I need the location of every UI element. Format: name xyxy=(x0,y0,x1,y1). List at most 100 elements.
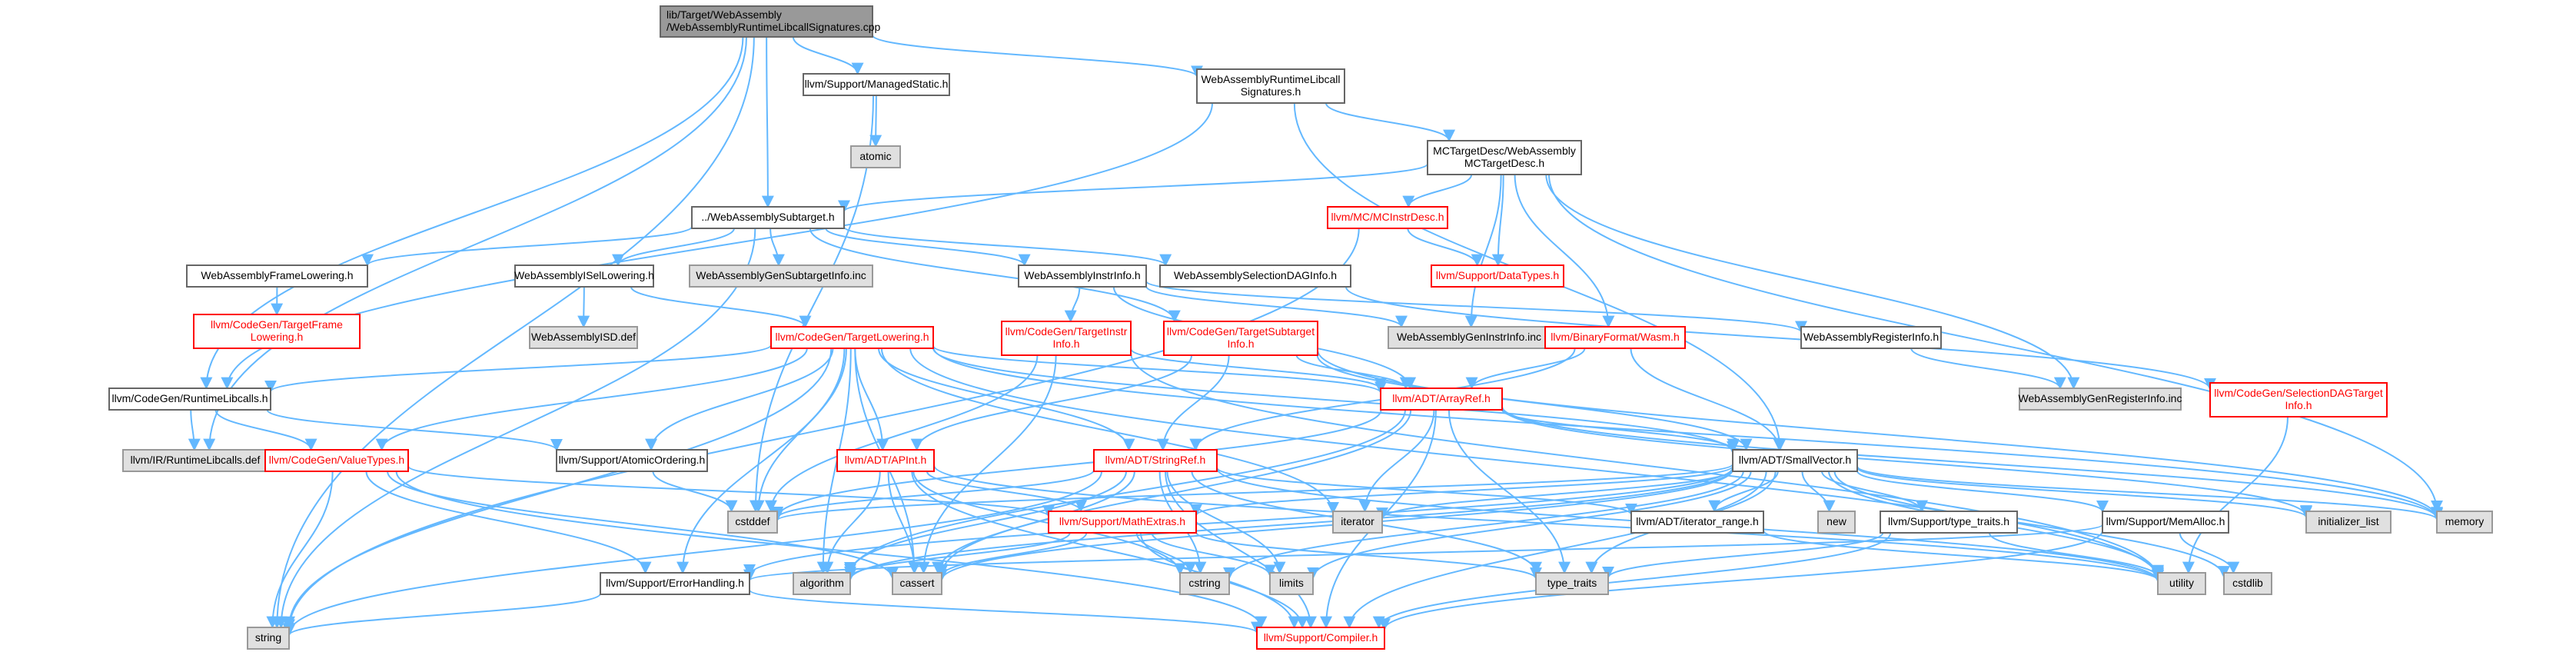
edge-mctd-to-geninstrinfo xyxy=(1464,174,1502,328)
edge-instrinfo-to-tgtinstr xyxy=(1064,286,1081,323)
node-framelow-box xyxy=(186,264,368,288)
node-apint[interactable]: llvm/ADT/APInt.h xyxy=(836,449,935,472)
node-root[interactable]: lib/Target/WebAssembly/WebAssemblyRuntim… xyxy=(660,5,881,38)
node-atomicordering-box xyxy=(556,449,708,472)
edge-smallvector-to-cstdlib xyxy=(1833,471,2230,579)
edge-atomicordering-to-cstddef xyxy=(652,471,738,513)
node-algorithm: algorithm xyxy=(793,572,851,595)
node-atomicordering-label-line-0: llvm/Support/AtomicOrdering.h xyxy=(559,454,706,466)
node-errhandling[interactable]: llvm/Support/ErrorHandling.h xyxy=(600,572,750,595)
node-instrinfo[interactable]: WebAssemblyInstrInfo.h xyxy=(1018,264,1147,288)
edge-valuetypes-to-mathextras xyxy=(407,465,1055,518)
node-seldaginfo-label-line-0: WebAssemblySelectionDAGInfo.h xyxy=(1174,269,1337,281)
edge-rtlibcalls-to-atomicordering xyxy=(266,409,563,451)
node-cstdlib-label-line-0: cstdlib xyxy=(2232,577,2263,589)
edge-instrinfo-to-geninstrinfo xyxy=(1145,285,1408,328)
edge-rtlsig-to-mctd xyxy=(1325,102,1455,142)
node-arrayref[interactable]: llvm/ADT/ArrayRef.h xyxy=(1380,388,1503,411)
node-genreginfo-label-line-0: WebAssemblyGenRegisterInfo.inc xyxy=(2019,392,2182,404)
node-managedstatic-box xyxy=(803,73,950,96)
node-root-label-line-0: lib/Target/WebAssembly xyxy=(666,8,782,21)
node-arrayref-box xyxy=(1380,388,1503,411)
node-seldagtgt-label-line-1: Info.h xyxy=(2285,399,2312,411)
node-reginfo[interactable]: WebAssemblyRegisterInfo.h xyxy=(1800,326,1942,349)
edge-tgtlowering-to-string xyxy=(283,348,833,629)
node-mctd-box xyxy=(1427,140,1582,175)
node-cassert-label-line-0: cassert xyxy=(899,577,934,589)
edge-mathextras-to-limits xyxy=(1151,532,1276,577)
node-tgtlowering[interactable]: llvm/CodeGen/TargetLowering.h xyxy=(770,326,934,349)
edge-tgtlowering-to-iterator xyxy=(880,348,1339,514)
node-root-label-line-1: /WebAssemblyRuntimeLibcallSignatures.cpp xyxy=(666,21,881,33)
node-datatypes[interactable]: llvm/Support/DataTypes.h xyxy=(1431,264,1564,288)
node-gensubinfo-box xyxy=(689,264,873,288)
node-mcinstrdesc[interactable]: llvm/MC/MCInstrDesc.h xyxy=(1327,206,1448,229)
edge-typetraitsh-to-compiler xyxy=(1372,532,1892,629)
node-rtlsig-label-line-1: Signatures.h xyxy=(1241,85,1301,98)
node-typetraits-label-line-0: type_traits xyxy=(1547,577,1597,589)
node-typetraitsh[interactable]: llvm/Support/type_traits.h xyxy=(1880,511,2018,534)
edge-reginfo-to-genreginfo xyxy=(1910,348,2066,390)
edge-tgtsubtgt-to-memory xyxy=(1317,349,2443,520)
edge-mathextras-to-cstring xyxy=(1135,532,1197,574)
node-memalloc-label-line-0: llvm/Support/MemAlloc.h xyxy=(2106,515,2225,527)
edge-arrayref-to-memory xyxy=(1501,406,2443,521)
edge-mcinstrdesc-to-datatypes xyxy=(1407,228,1484,267)
node-tgtsubtgt-label-line-0: llvm/CodeGen/TargetSubtarget xyxy=(1167,325,1315,338)
edge-rtlibcalls-to-valuetypes xyxy=(214,409,317,451)
edge-tgtlowering-to-smallvector xyxy=(932,348,1739,454)
edge-smallvector-to-new xyxy=(1801,471,1836,513)
node-typetraits-box xyxy=(1535,572,1609,595)
node-geninstrinfo: WebAssemblyGenInstrInfo.inc xyxy=(1388,326,1551,349)
node-initlist-label-line-0: initializer_list xyxy=(2318,515,2378,527)
edge-smallvector-to-errhandling xyxy=(743,467,1733,577)
node-rtlsig[interactable]: WebAssemblyRuntimeLibcallSignatures.h xyxy=(1196,68,1345,104)
node-rtlibcalls[interactable]: llvm/CodeGen/RuntimeLibcalls.h xyxy=(108,388,271,411)
node-stringref[interactable]: llvm/ADT/StringRef.h xyxy=(1093,449,1218,472)
node-iterrange[interactable]: llvm/ADT/iterator_range.h xyxy=(1630,511,1764,534)
edge-tgtinstr-to-arrayref xyxy=(1130,348,1387,391)
node-managedstatic[interactable]: llvm/Support/ManagedStatic.h xyxy=(803,73,950,96)
edge-subtarget-to-gensubinfo xyxy=(769,228,785,267)
node-subtarget[interactable]: ../WebAssemblySubtarget.h xyxy=(691,206,845,229)
node-isellow[interactable]: WebAssemblyISelLowering.h xyxy=(514,264,654,288)
node-memory-label-line-0: memory xyxy=(2445,515,2485,527)
node-compiler[interactable]: llvm/Support/Compiler.h xyxy=(1256,627,1385,650)
node-subtarget-box xyxy=(691,206,845,229)
node-cassert: cassert xyxy=(892,572,942,595)
node-atomic-label-line-0: atomic xyxy=(859,150,891,162)
node-seldaginfo[interactable]: WebAssemblySelectionDAGInfo.h xyxy=(1159,264,1351,288)
node-atomicordering[interactable]: llvm/Support/AtomicOrdering.h xyxy=(556,449,708,472)
edge-typetraitsh-to-typetraits xyxy=(1602,532,1884,579)
node-memory-box xyxy=(2436,511,2493,534)
node-framelow[interactable]: WebAssemblyFrameLowering.h xyxy=(186,264,368,288)
node-initlist-box xyxy=(2305,511,2392,534)
node-smallvector[interactable]: llvm/ADT/SmallVector.h xyxy=(1732,449,1858,472)
edge-stringref-to-algorithm xyxy=(844,471,1128,574)
edge-wasm-to-arrayref xyxy=(1465,348,1586,390)
node-stringref-label-line-0: llvm/ADT/StringRef.h xyxy=(1105,454,1206,466)
node-valuetypes[interactable]: llvm/CodeGen/ValueTypes.h xyxy=(264,449,409,472)
node-reginfo-label-line-0: WebAssemblyRegisterInfo.h xyxy=(1803,331,1939,343)
node-instrinfo-box xyxy=(1018,264,1147,288)
node-wasm[interactable]: llvm/BinaryFormat/Wasm.h xyxy=(1544,326,1686,349)
edge-smallvector-to-cstddef xyxy=(771,463,1733,522)
node-cstddef-label-line-0: cstddef xyxy=(735,515,769,527)
edge-wasm-to-smallvector xyxy=(1630,348,1786,451)
node-string-label-line-0: string xyxy=(255,631,281,644)
node-string: string xyxy=(247,627,290,650)
node-datatypes-label-line-0: llvm/Support/DataTypes.h xyxy=(1436,269,1559,281)
node-mathextras[interactable]: llvm/Support/MathExtras.h xyxy=(1048,511,1197,534)
edge-tgtinstr-to-cstddef xyxy=(764,354,1039,513)
node-wasm-label-line-0: llvm/BinaryFormat/Wasm.h xyxy=(1551,331,1680,343)
edge-tgtinstr-to-utility xyxy=(1130,352,2164,580)
node-typetraits: type_traits xyxy=(1535,572,1609,595)
node-memalloc[interactable]: llvm/Support/MemAlloc.h xyxy=(2102,511,2229,534)
edge-mctd-to-memory xyxy=(1547,174,2443,513)
node-algorithm-box xyxy=(793,572,851,595)
